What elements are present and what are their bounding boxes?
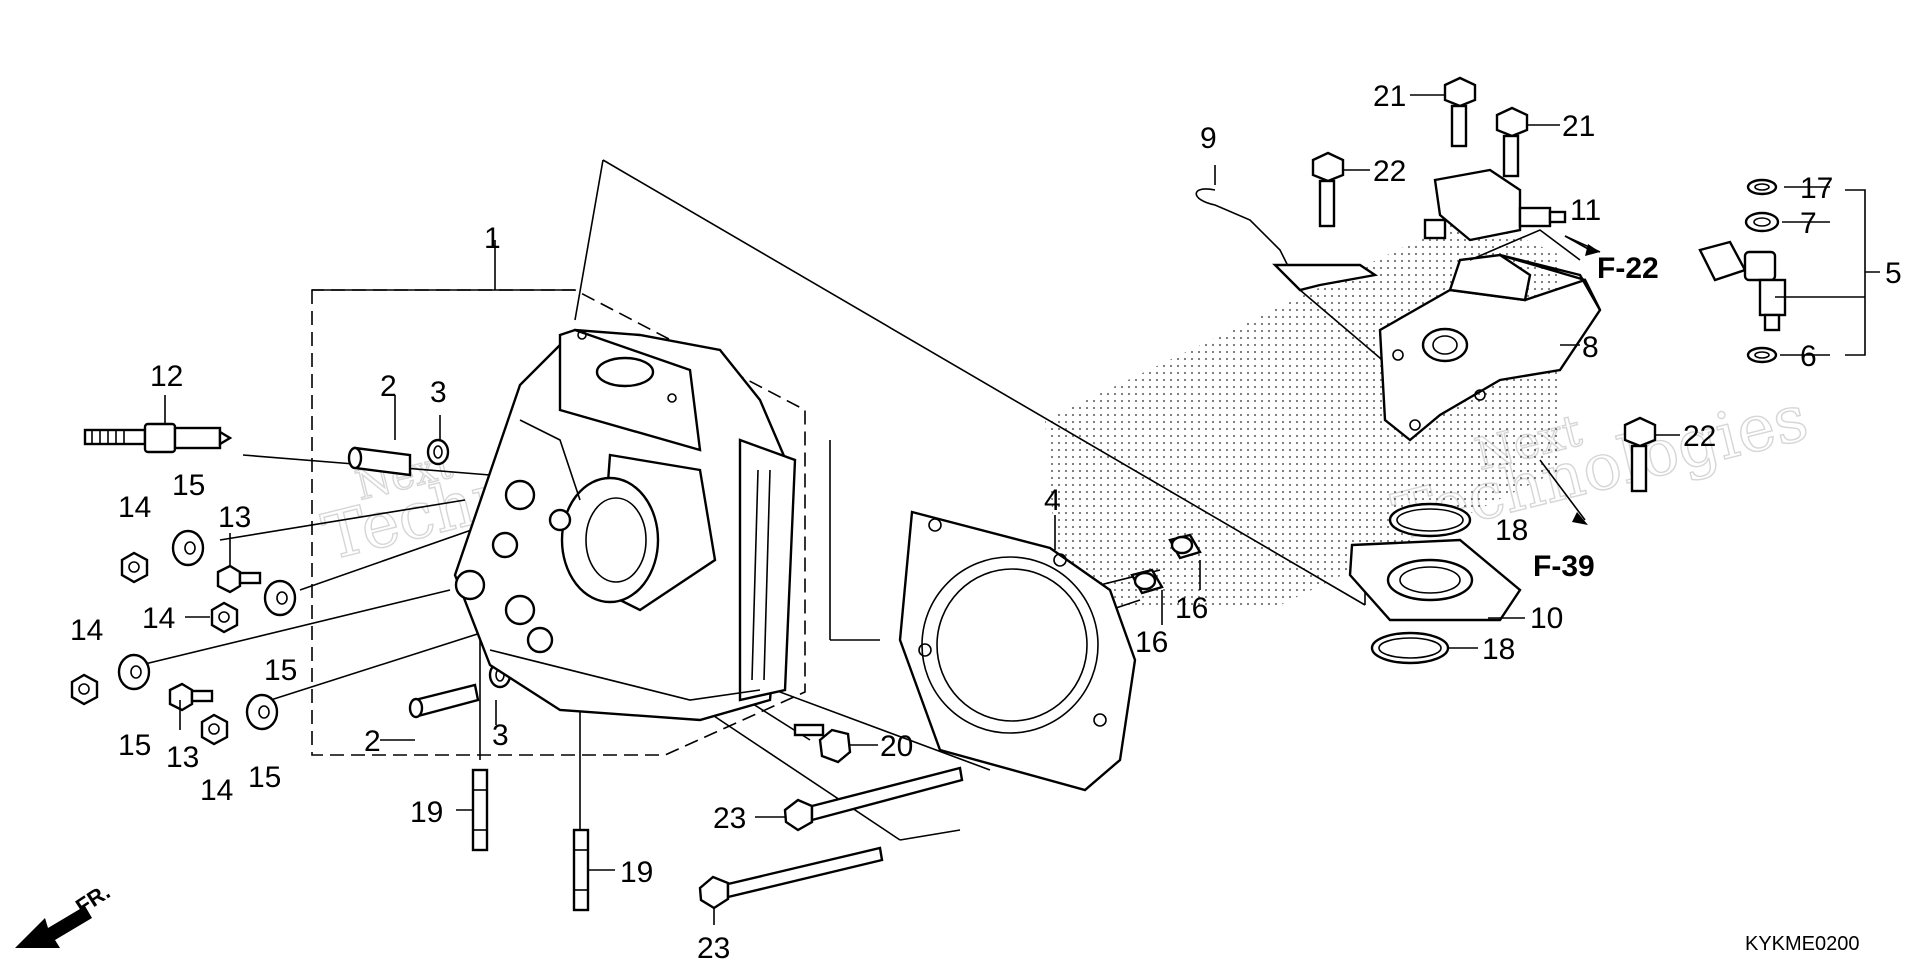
- callout-14-b: 14: [142, 602, 175, 635]
- bolt-22-lower[interactable]: [1623, 416, 1657, 493]
- callout-22-lower: 22: [1683, 420, 1716, 453]
- callout-11: 11: [1570, 194, 1601, 227]
- diagram-code: KYKME0200: [1745, 933, 1860, 955]
- insulator[interactable]: [1348, 538, 1522, 622]
- callout-labels: 1 2 2 3 3 4 5 6 7 8 9 10 11 12 13 13 14 …: [70, 80, 1902, 960]
- callout-15-d: 15: [248, 761, 281, 794]
- nut-14-c[interactable]: [70, 673, 99, 706]
- callout-15-c: 15: [118, 729, 151, 762]
- callout-6: 6: [1800, 340, 1817, 373]
- bolt-22-upper[interactable]: [1311, 151, 1345, 228]
- callout-16-upper: 16: [1175, 592, 1208, 625]
- callout-23-lower: 23: [697, 932, 730, 960]
- reference-f22-label: F-22: [1597, 252, 1659, 285]
- seal-6[interactable]: [1746, 346, 1778, 364]
- callout-21-left: 21: [1373, 80, 1406, 113]
- washer-15-d[interactable]: [245, 693, 279, 731]
- nut-14-d[interactable]: [200, 713, 229, 746]
- callout-14-c: 14: [70, 614, 103, 647]
- callout-23-upper: 23: [713, 802, 746, 835]
- callout-4: 4: [1044, 484, 1061, 517]
- callout-10: 10: [1530, 602, 1563, 635]
- reference-f39-label: F-39: [1533, 550, 1595, 583]
- reference-f39[interactable]: F-39: [1533, 459, 1595, 583]
- callout-15-a: 15: [172, 469, 205, 502]
- callout-20: 20: [880, 730, 913, 763]
- callout-12: 12: [150, 360, 183, 393]
- callout-leaders: [164, 94, 1865, 925]
- washer-15-a[interactable]: [171, 529, 205, 567]
- bolt-21-right[interactable]: [1495, 106, 1529, 178]
- callout-2-upper: 2: [380, 370, 397, 403]
- long-bolt-23-lower[interactable]: [698, 846, 884, 910]
- callout-13-lower: 13: [166, 741, 199, 774]
- callout-2-lower: 2: [364, 725, 381, 758]
- callout-22-upper: 22: [1373, 155, 1406, 188]
- callout-3-upper: 3: [430, 376, 447, 409]
- stud-19-left[interactable]: [471, 768, 489, 852]
- callout-5: 5: [1885, 257, 1902, 290]
- head-gasket[interactable]: [898, 510, 1137, 792]
- callout-17: 17: [1800, 172, 1833, 205]
- callout-9: 9: [1200, 122, 1217, 155]
- dowel-16-upper[interactable]: [1168, 533, 1202, 560]
- bolt-20[interactable]: [793, 723, 852, 764]
- dowel-16-lower[interactable]: [1130, 568, 1164, 595]
- callout-18-upper: 18: [1495, 514, 1528, 547]
- nut-14-a[interactable]: [120, 551, 149, 584]
- bolt-21-left[interactable]: [1443, 76, 1477, 148]
- seal-7[interactable]: [1744, 211, 1780, 233]
- clip-3-upper[interactable]: [426, 438, 450, 466]
- cylinder-head[interactable]: [453, 328, 797, 722]
- o-ring-17[interactable]: [1746, 178, 1778, 196]
- callout-15-b: 15: [264, 654, 297, 687]
- callout-3-lower: 3: [492, 719, 509, 752]
- front-direction-marker: FR.: [15, 879, 114, 948]
- wire-bracket[interactable]: [1195, 188, 1379, 292]
- callout-8: 8: [1582, 331, 1599, 364]
- callout-21-right: 21: [1562, 110, 1595, 143]
- callout-14-a: 14: [118, 491, 151, 524]
- bolt-13-b[interactable]: [168, 682, 214, 712]
- long-bolt-23-upper[interactable]: [783, 766, 964, 832]
- nut-14-b[interactable]: [210, 601, 239, 634]
- callout-1: 1: [484, 222, 501, 255]
- spark-plug[interactable]: [83, 422, 233, 454]
- callout-19-right: 19: [620, 856, 653, 889]
- valve-guide-2-lower[interactable]: [408, 683, 480, 719]
- callout-13-upper: 13: [218, 501, 251, 534]
- injector-assembly[interactable]: [1698, 240, 1787, 332]
- reference-f22[interactable]: F-22: [1564, 235, 1659, 285]
- o-ring-18-upper[interactable]: [1388, 502, 1472, 538]
- sensor[interactable]: [1423, 168, 1567, 242]
- intake-manifold[interactable]: [1378, 229, 1602, 442]
- callout-14-d: 14: [200, 774, 233, 807]
- washer-15-b[interactable]: [263, 579, 297, 617]
- callout-19-left: 19: [410, 796, 443, 829]
- o-ring-18-lower[interactable]: [1370, 631, 1450, 665]
- washer-15-c[interactable]: [117, 653, 151, 691]
- injector-group-bracket: [1845, 189, 1880, 356]
- bolt-13-a[interactable]: [216, 564, 262, 594]
- valve-guide-2-upper[interactable]: [347, 446, 412, 477]
- callout-16-lower: 16: [1135, 626, 1168, 659]
- callout-7: 7: [1800, 207, 1817, 240]
- callout-18-lower: 18: [1482, 633, 1515, 666]
- stud-19-right[interactable]: [572, 828, 590, 912]
